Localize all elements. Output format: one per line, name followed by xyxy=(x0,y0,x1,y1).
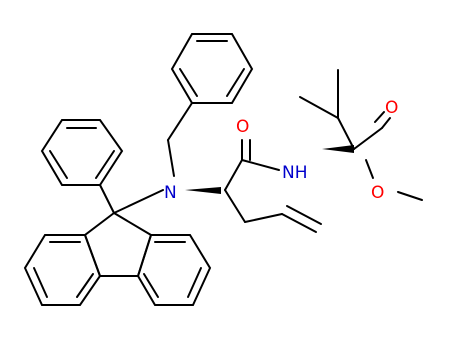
calpha-carbonyl-bond xyxy=(224,159,243,191)
valine-calpha-cbeta-bond xyxy=(337,117,355,150)
ester-co-single-bond xyxy=(365,159,374,179)
five-membered-ring xyxy=(83,211,153,277)
benzyl-ch2-bond xyxy=(167,102,193,141)
valine-wedge-bond xyxy=(322,145,354,153)
skeleton-bonds xyxy=(23,33,423,306)
c9-phenyl-ring xyxy=(40,119,124,186)
amide-nitrogen-label: NH xyxy=(282,163,308,183)
ester-co-bond-2 xyxy=(374,111,385,123)
phenyl-c9-bond xyxy=(99,184,115,214)
alpha-hashed-wedge-bond xyxy=(185,187,221,194)
benzyl-phenyl-ring xyxy=(170,33,254,104)
calpha-ch2-bond xyxy=(224,189,246,223)
isopropyl-bond-left xyxy=(299,96,339,119)
fluorene-system xyxy=(23,211,212,306)
carbonyl-nh-bond xyxy=(241,159,280,171)
allyl-double-bond-1 xyxy=(281,213,317,233)
amide-oxygen-label: O xyxy=(236,117,249,137)
c9-n-bond xyxy=(113,189,164,214)
ester-oxygen-label: O xyxy=(371,183,384,203)
ester-co-bond-1 xyxy=(381,117,391,129)
allyl-ch2-bond xyxy=(244,213,283,223)
ester-methyl-bond xyxy=(397,191,423,201)
ester-carbonyl-oxygen-label: O xyxy=(385,98,398,118)
allyl-double-bond-2 xyxy=(286,205,322,225)
ch2-n-bond xyxy=(167,139,175,177)
right-benzo-ring xyxy=(136,234,212,306)
calpha-ester-bond xyxy=(353,127,383,150)
left-benzo-ring xyxy=(23,234,102,306)
amine-nitrogen-label: N xyxy=(164,183,177,203)
